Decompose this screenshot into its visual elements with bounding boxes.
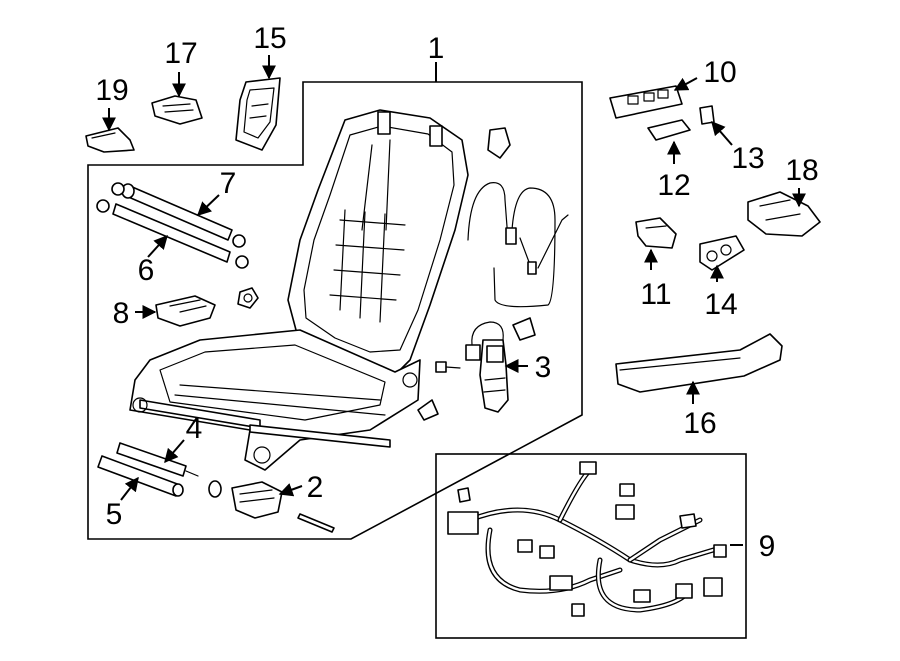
knob-part-12 — [647, 119, 691, 141]
knob-part-11 — [635, 217, 677, 249]
bracket-part-8 — [155, 295, 216, 327]
callout-4: 4 — [186, 412, 203, 445]
rod-part-6 — [96, 199, 249, 269]
callout-6: 6 — [138, 254, 155, 287]
callout-19: 19 — [95, 74, 128, 107]
fasteners — [237, 287, 461, 421]
callout-18: 18 — [785, 154, 818, 187]
callout-7: 7 — [220, 167, 237, 200]
callout-arrows — [102, 55, 806, 546]
callout-8: 8 — [113, 297, 130, 330]
cover-part-18 — [747, 191, 821, 237]
slide-motor-part-2 — [208, 480, 335, 533]
tube-part-5 — [97, 455, 184, 497]
clip-part-13 — [699, 105, 715, 125]
cover-part-15 — [235, 77, 281, 151]
callout-9: 9 — [759, 530, 776, 563]
callout-15: 15 — [253, 22, 286, 55]
callout-2: 2 — [307, 471, 324, 504]
rod-part-7 — [111, 182, 246, 248]
switch-part-14 — [699, 235, 745, 271]
wire-harness-part-9 — [447, 461, 727, 617]
callout-3: 3 — [535, 351, 552, 384]
trim-part-16 — [615, 333, 783, 393]
wire-harness-frame — [435, 453, 747, 639]
callout-11: 11 — [640, 278, 671, 311]
tube-part-4 — [116, 442, 199, 477]
switch-panel-part-10 — [609, 85, 683, 119]
callout-10: 10 — [703, 56, 736, 89]
callout-16: 16 — [683, 407, 716, 440]
callout-1: 1 — [428, 32, 445, 65]
callout-17: 17 — [164, 37, 197, 70]
callout-13: 13 — [731, 142, 764, 175]
seat-frame-part — [129, 109, 469, 471]
cover-part-19 — [85, 127, 135, 153]
bracket-part-17 — [151, 95, 203, 125]
seat-assembly-frame — [87, 81, 583, 540]
lumbar-motor-part — [465, 127, 569, 413]
callout-labels: 1 2 3 4 5 6 7 8 9 10 11 12 13 14 15 16 1… — [95, 22, 818, 563]
callout-14: 14 — [704, 288, 737, 321]
callout-5: 5 — [106, 498, 123, 531]
callout-12: 12 — [657, 169, 690, 202]
